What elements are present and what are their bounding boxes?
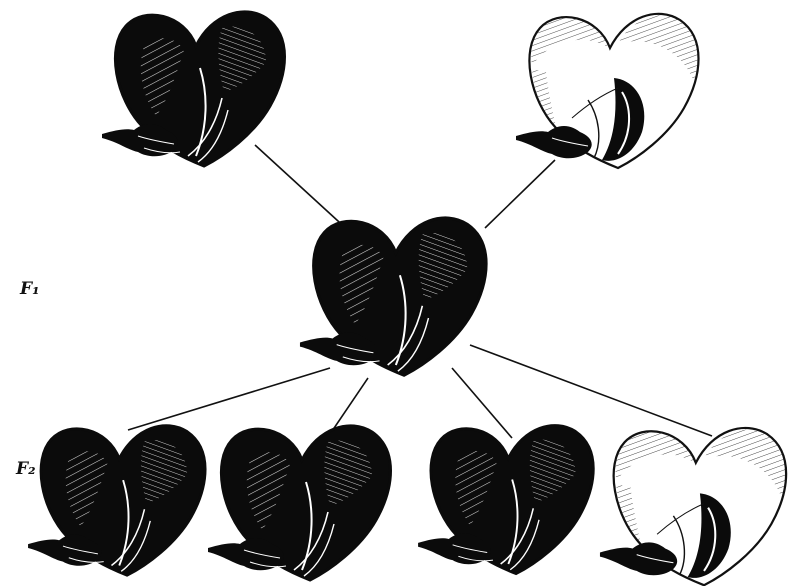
f2-flower-3 [418,426,593,574]
f1-hybrid-flower [300,218,486,375]
f2-flower-4 [600,428,786,585]
parent-dark-flower [102,12,285,166]
line-parent-dark-to-f1 [255,145,350,232]
line-f1-to-f2-3 [452,368,512,438]
line-parent-light-to-f1 [485,160,555,228]
f2-label: F₂ [15,459,36,479]
line-f1-to-f2-1 [128,368,330,430]
parent-light-flower [516,14,699,168]
f1-label: F₁ [19,279,40,299]
f2-flower-1 [28,426,205,576]
line-f1-to-f2-4 [470,345,712,436]
f2-flower-2 [208,426,391,580]
